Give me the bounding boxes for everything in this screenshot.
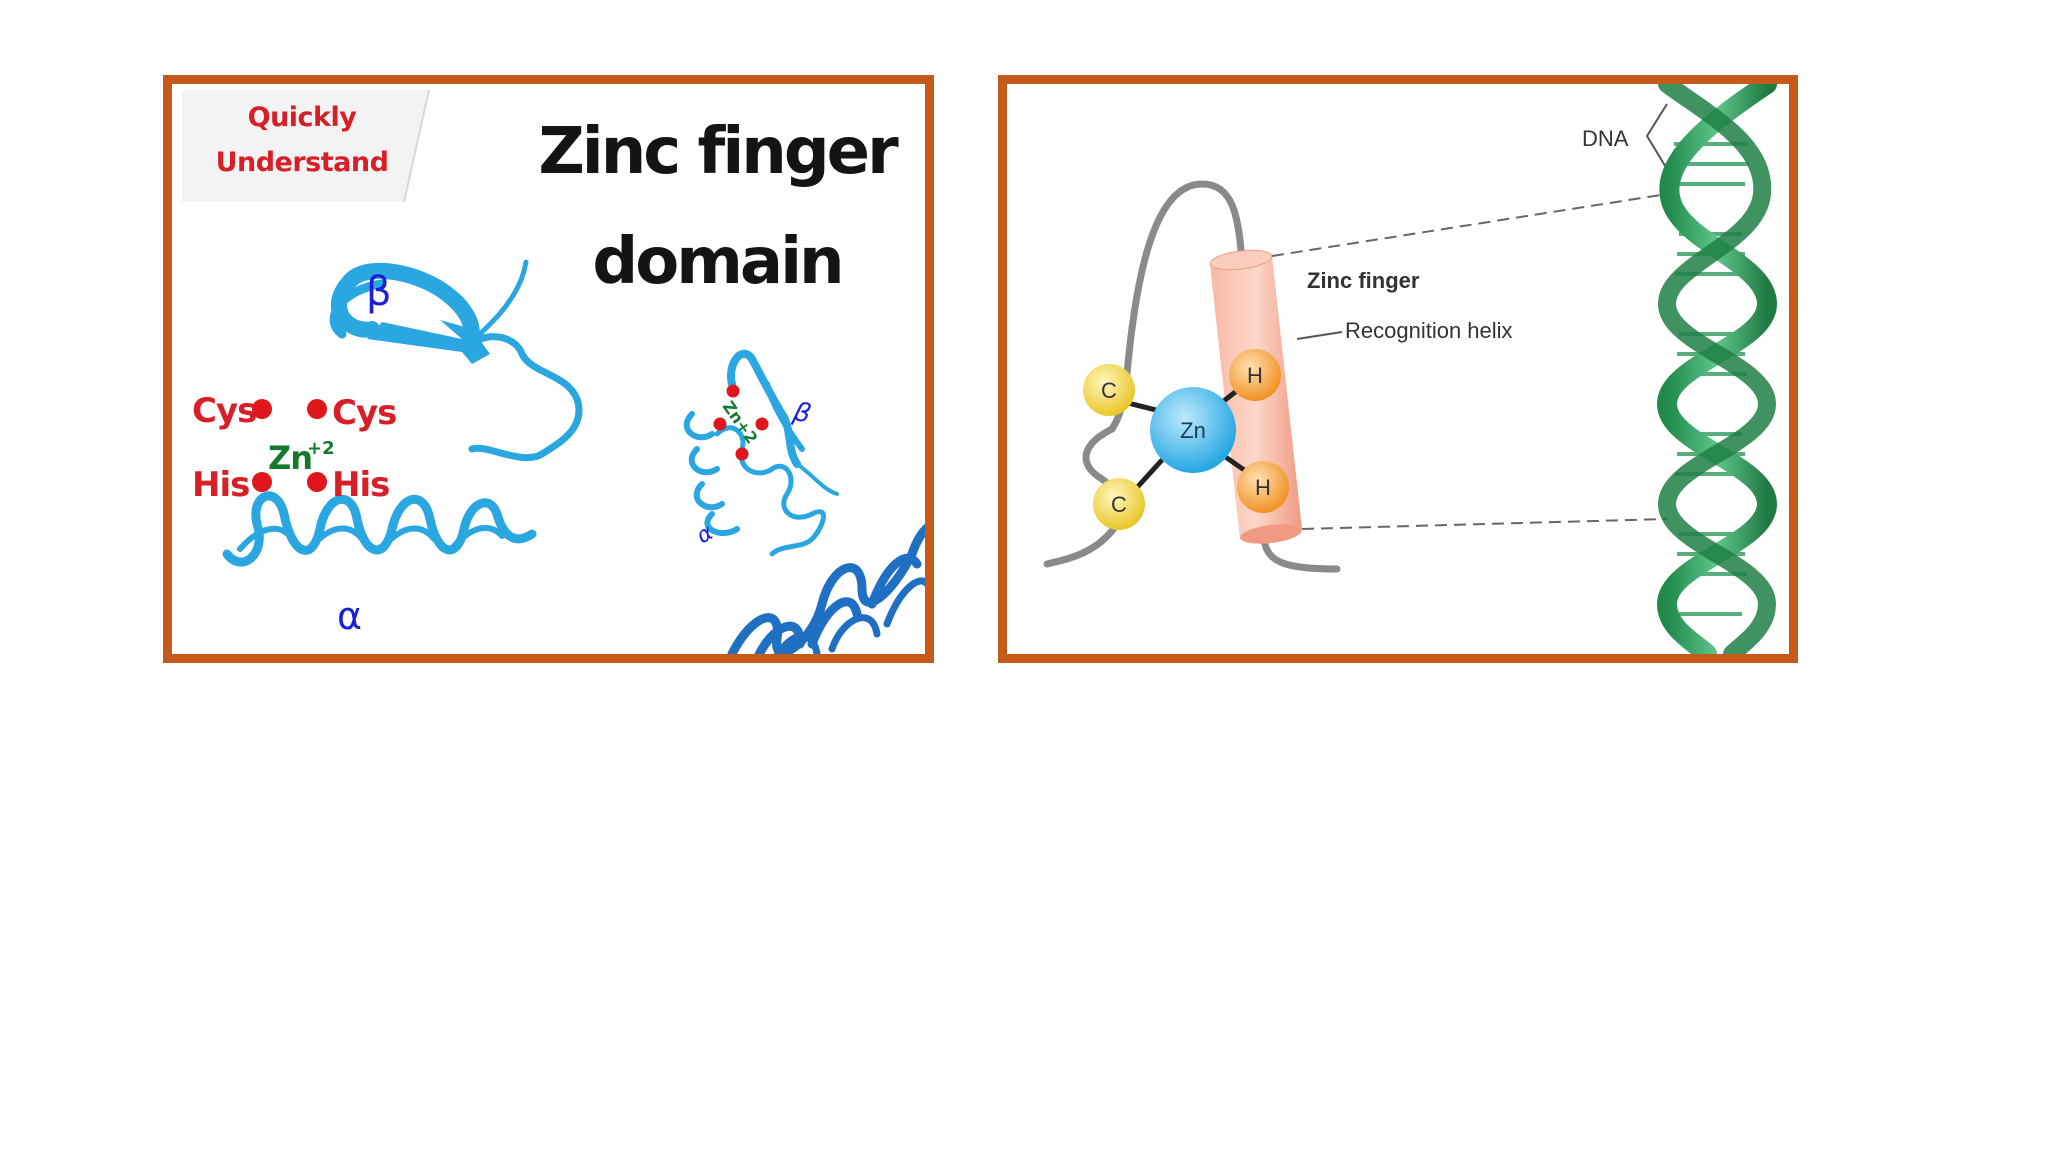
projection-line-bottom xyxy=(1301,518,1668,530)
dna-label: DNA xyxy=(1582,126,1629,151)
cys-right-residue xyxy=(307,399,327,419)
his-top-atom-label: H xyxy=(1247,363,1263,388)
badge-background xyxy=(182,90,429,202)
zinc-finger-dna-diagram: DNA Zinc finger Recognition helix Zn C C… xyxy=(1043,84,1778,654)
cys-left-label: Cys xyxy=(192,391,256,431)
alpha-helix xyxy=(222,491,537,567)
small-residue-2 xyxy=(713,417,727,431)
title-line-2: domain xyxy=(592,225,844,299)
zinc-finger-domain-panel: β α Cys Cys His His Zn +2 β α Zn+2 Quick… xyxy=(163,75,934,663)
projection-line-top xyxy=(1271,193,1668,257)
cysteine-top xyxy=(1083,364,1135,416)
zinc-finger-dna-binding-panel: DNA Zinc finger Recognition helix Zn C C… xyxy=(998,75,1798,663)
small-alpha-label: α xyxy=(693,520,718,549)
cys-right-label: Cys xyxy=(332,393,396,433)
alpha-label: α xyxy=(337,594,362,638)
small-protein-structure xyxy=(683,349,839,557)
small-residue-3 xyxy=(755,417,769,431)
cys-left-residue xyxy=(252,399,272,419)
histidine-bottom xyxy=(1237,461,1289,513)
zinc-finger-structure-illustration: β α Cys Cys His His Zn +2 β α Zn+2 xyxy=(182,89,925,654)
zinc-ion xyxy=(1150,387,1236,473)
loop-right xyxy=(468,333,583,462)
his-left-label: His xyxy=(192,465,249,505)
cys-bottom-atom-label: C xyxy=(1111,492,1127,517)
small-residue-1 xyxy=(726,384,740,398)
backbone-bottom xyxy=(1043,520,1121,568)
histidine-top xyxy=(1229,349,1281,401)
cys-top-atom-label: C xyxy=(1101,378,1117,403)
his-right-residue xyxy=(307,472,327,492)
badge-line-1: Quickly xyxy=(247,102,357,133)
zn-atom-label: Zn xyxy=(1180,418,1206,443)
beta-label: β xyxy=(366,269,392,315)
zinc-label: Zn xyxy=(268,439,312,477)
recognition-helix-top xyxy=(1209,249,1273,271)
recognition-helix-leader xyxy=(1296,331,1343,340)
cysteine-bottom xyxy=(1093,478,1145,530)
small-beta-label: β xyxy=(789,397,814,431)
loop-tail xyxy=(469,259,529,345)
beta-arrow xyxy=(367,320,490,364)
his-left-residue xyxy=(252,472,272,492)
backbone-tail xyxy=(1261,540,1341,573)
zinc-finger-label: Zinc finger xyxy=(1307,268,1420,293)
recognition-helix-bottom xyxy=(1240,524,1302,544)
his-bottom-atom-label: H xyxy=(1255,475,1271,500)
small-residue-4 xyxy=(735,447,749,461)
zinc-charge-label: +2 xyxy=(307,438,335,459)
dna-double-helix xyxy=(1656,84,1778,654)
beta-hairpin xyxy=(329,262,480,342)
dna-helix-left-panel xyxy=(727,523,925,654)
dna-bracket xyxy=(1645,103,1668,170)
recognition-helix-label: Recognition helix xyxy=(1345,318,1513,343)
his-right-label: His xyxy=(332,465,389,505)
badge-edge xyxy=(403,89,430,203)
title-line-1: Zinc finger xyxy=(538,115,898,189)
badge-line-2: Understand xyxy=(215,147,389,178)
